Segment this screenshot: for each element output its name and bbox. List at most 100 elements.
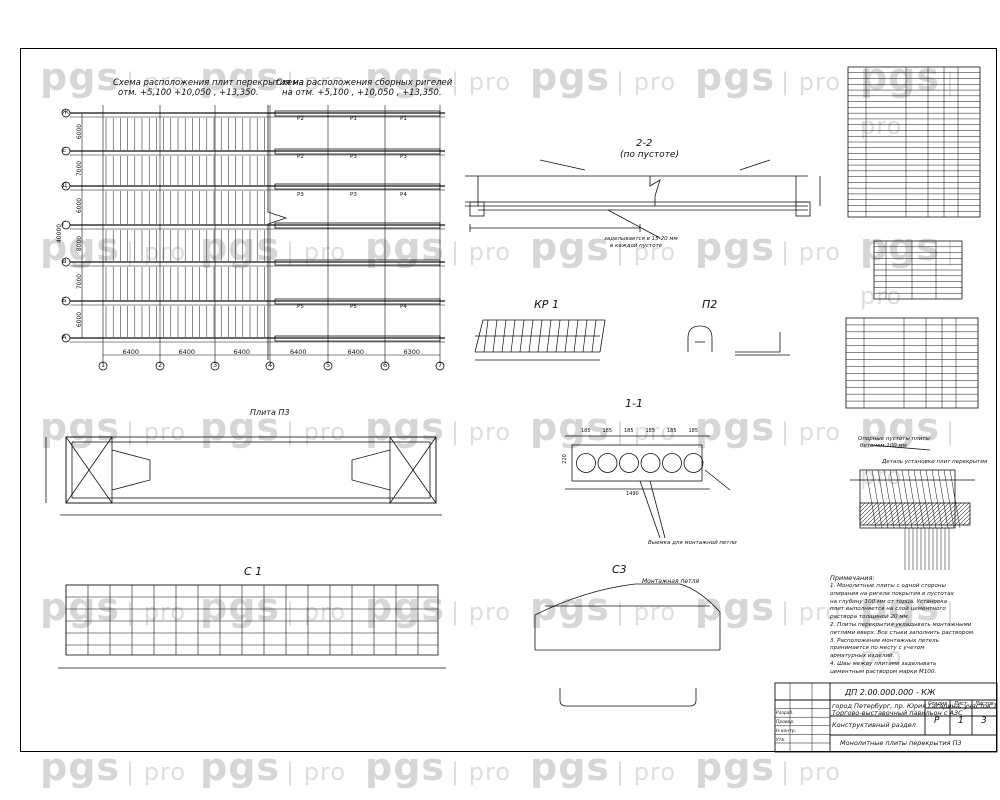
watermark-suffix: | pro [451,418,512,446]
axis-row-dim: 8000 [76,235,84,251]
watermark-suffix: | pro [451,68,512,96]
axis-col-label: 7 [438,361,443,369]
section-height-dim: 220 [561,454,568,464]
kr1-bar [483,319,489,353]
void-note: Выемка для монтажной петли [648,540,737,546]
section-2-2 [465,159,821,239]
note-line: 4. Швы между плитами заделывать [830,661,937,667]
watermark: pgs| pro [860,405,1000,493]
beam-label: Р5 [350,304,357,310]
note-line: на глубину 100 мм от торца. Установка [830,598,948,605]
axis-row-label: Ж [62,108,70,116]
axis-col-marker [265,361,275,371]
tb-sheet-label: Лист [954,701,967,707]
note-line: 3. Расположение монтажных петель [830,637,939,644]
slab-plan [61,105,445,371]
section-22-subtitle: (по пустоте) [620,150,679,160]
watermark-suffix: | pro [286,68,347,96]
axis-row-marker [61,181,71,191]
c3-title: С3 [612,563,627,576]
watermark-suffix: | pro [781,238,842,266]
hollow-fill-note-2: бетоном 100 мм [860,443,907,449]
plate-p3-plan [45,436,442,516]
watermark-brand: pgs [365,55,446,99]
section-dim: 185 [688,428,699,434]
note-line: раствора толщиной 20 мм. [830,614,910,621]
kr1-bar [519,319,525,353]
watermark: pgs| pro [695,405,841,449]
beam-label: Р5 [297,304,304,310]
kr1-title: КР 1 [534,298,559,311]
watermark-brand: pgs [530,585,611,629]
section-22-title: 2-2 [636,138,653,149]
kr1-bar [537,319,543,353]
watermark-brand: pgs [860,405,941,449]
note-line: цементным раствором марки М100. [830,668,937,675]
axis-row-dim: 7000 [76,160,84,176]
p2-loop [687,325,790,356]
kr1-bar [573,319,579,353]
watermark-suffix: | pro [860,68,956,140]
watermark-brand: pgs [200,55,281,99]
watermark-brand: pgs [200,585,281,629]
tb-drawing-name: Монолитные плиты перекрытия П3 [840,739,962,747]
axis-row-dim: 6000 [76,197,84,213]
watermark: pgs| pro [695,745,841,789]
section-1-1 [565,435,731,539]
watermark-suffix: | pro [126,758,187,786]
spec-table-3 [845,317,979,409]
axis-row-marker [61,333,71,343]
watermark: pgs| pro [200,745,346,789]
watermark-suffix: | pro [286,418,347,446]
tb-sheets-value: 3 [981,716,987,726]
watermark: pgs| pro [860,585,1000,673]
kr1-bar [546,319,552,353]
watermark-brand: pgs [530,405,611,449]
note-line: принимается по месту с учетом [830,645,925,652]
tb-section: Конструктивный раздел [832,721,916,729]
hollow-void [662,453,682,473]
watermark-suffix: | pro [860,238,956,310]
watermark-brand: pgs [40,745,121,789]
note-line: плит выполняется на слой цементного [830,606,946,613]
axis-row-marker [61,220,71,230]
title-block [774,682,998,753]
axis-row-label: А [62,333,67,341]
notes-heading: Примечания: [830,574,875,582]
watermark: pgs| pro [200,405,346,449]
axis-row-label: Г [62,220,66,228]
section-dim: 185 [667,428,677,434]
tb-person-role: Разраб. [776,711,794,716]
plate-p3-title: Плита П3 [250,408,290,417]
slab-detail-note: Деталь установки плит перекрытия [882,459,988,465]
section-dim: 185 [624,428,634,434]
watermark-brand: pgs [695,225,776,269]
note-line: опирания на ригели покрытия в пустотах [830,590,954,597]
tb-stage-label: Стадия [928,701,948,707]
watermark: pgs| pro [530,745,676,789]
watermark-suffix: | pro [616,758,677,786]
beam-plan-title-2: на отм. +5,100 , +10,050 , +13,350. [282,88,442,98]
section-11-title: 1-1 [625,397,643,410]
tb-person-role: Н.контр. [776,729,797,734]
watermark-brand: pgs [860,55,941,99]
kr1-frame [474,319,606,361]
watermark-brand: pgs [365,745,446,789]
axis-row-marker [61,296,71,306]
watermark-suffix: | pro [286,598,347,626]
tb-stage-value: Р [934,716,940,726]
note-line: 1. Монолитные плиты с одной стороны [830,583,946,589]
watermark-suffix: | pro [126,598,187,626]
beam-label: Р4 [400,304,407,310]
axis-row-dim: 6000 [76,311,84,327]
section-total-dim: 1490 [626,491,639,497]
watermark-suffix: | pro [451,238,512,266]
beam-rect [274,183,441,190]
axis-col-marker [210,361,220,371]
axis-col-marker [98,361,108,371]
axis-row-label: Д [62,181,68,189]
watermark: pgs| pro [200,55,346,99]
slab-plan-title-1: Схема расположения плит перекрытия на [113,78,304,88]
fill-note: заделывается в 15-20 мм [604,236,678,242]
